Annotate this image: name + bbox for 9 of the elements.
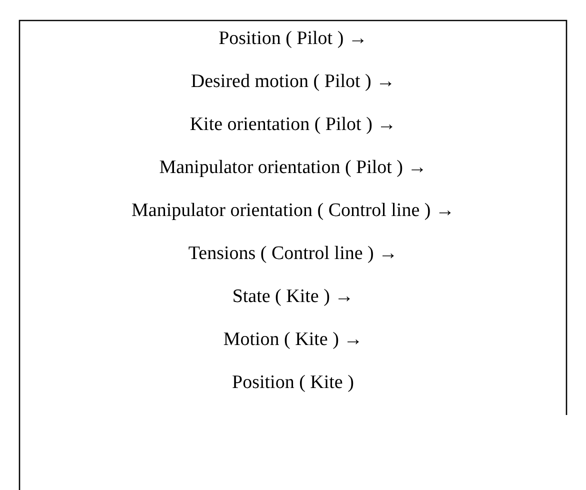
chain-step-label: Position ( Pilot ) → bbox=[218, 27, 368, 51]
chain-step-label: Desired motion ( Pilot ) → bbox=[190, 70, 396, 94]
chain-step-label: Kite orientation ( Pilot ) → bbox=[188, 113, 398, 137]
chain-step-label: State ( Kite ) → bbox=[231, 285, 355, 309]
chain-step-label: Manipulator orientation ( Pilot ) → bbox=[158, 156, 428, 180]
chain-step-label: Position ( Kite ) bbox=[231, 371, 355, 395]
chain-step-label: Motion ( Kite ) → bbox=[222, 328, 364, 352]
chain-step-label: Tensions ( Control line ) → bbox=[187, 242, 399, 266]
chain-step-label: Manipulator orientation ( Control line ) → bbox=[130, 199, 456, 223]
